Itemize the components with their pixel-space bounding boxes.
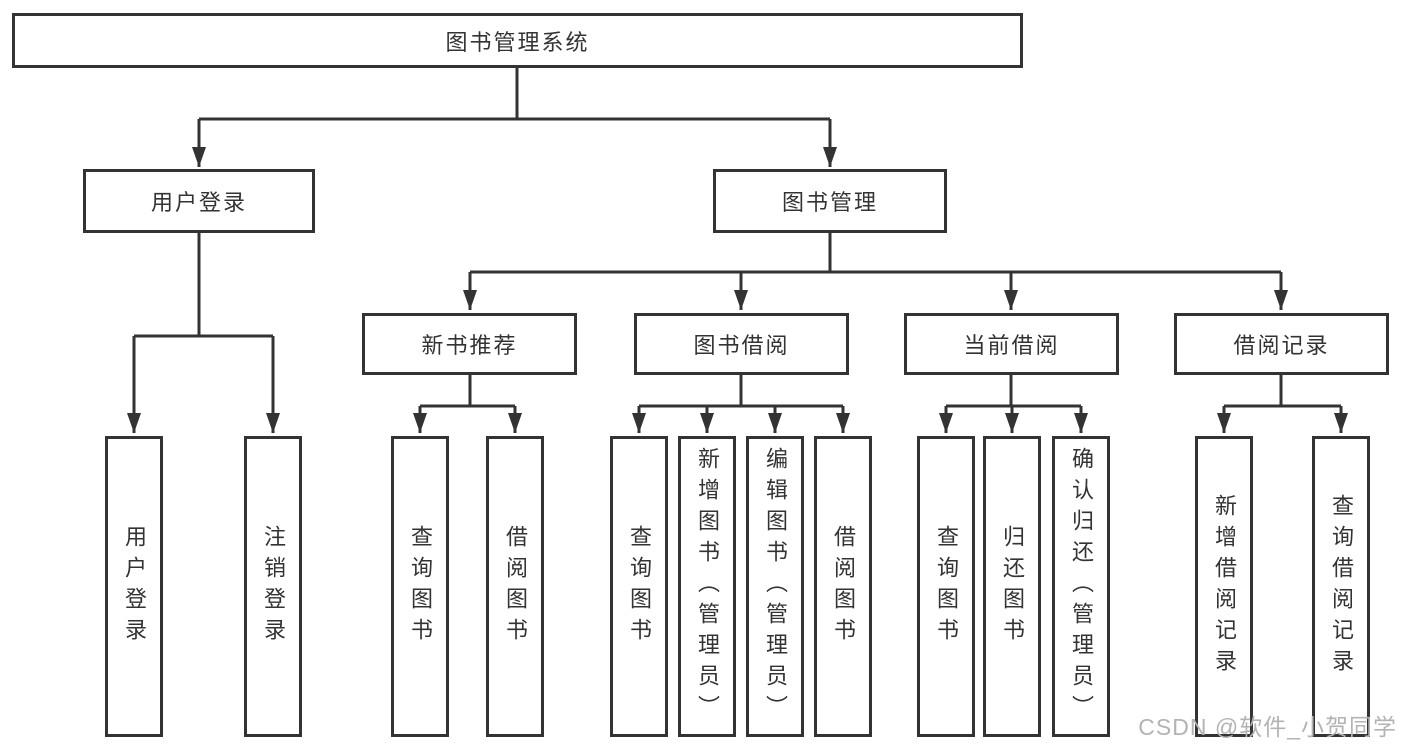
leaf-add-book-admin: 新增图书（管理员） (678, 436, 736, 737)
leaf-label: 编辑图书（管理员） (763, 447, 788, 726)
leaf-query-borrow-record: 查询借阅记录 (1312, 436, 1370, 737)
leaf-label: 归还图书 (1000, 524, 1025, 649)
leaf-label: 查询图书 (627, 524, 652, 649)
leaf-label: 借阅图书 (503, 524, 528, 649)
leaf-query-books-current: 查询图书 (917, 436, 975, 737)
node-user-login: 用户登录 (83, 169, 315, 233)
leaf-borrow-books-recommend: 借阅图书 (486, 436, 544, 737)
leaf-label: 用户登录 (122, 524, 147, 649)
node-book-borrow: 图书借阅 (634, 313, 849, 375)
leaf-label: 注销登录 (261, 524, 286, 649)
leaf-label: 查询图书 (934, 524, 959, 649)
leaf-query-books-recommend: 查询图书 (391, 436, 449, 737)
node-borrow-records: 借阅记录 (1174, 313, 1389, 375)
csdn-watermark: CSDN @软件_小贺同学 (1138, 714, 1397, 740)
node-new-book-recommend: 新书推荐 (362, 313, 577, 375)
leaf-label: 查询借阅记录 (1329, 493, 1354, 680)
leaf-label: 新增图书（管理员） (695, 447, 720, 726)
leaf-label: 新增借阅记录 (1212, 493, 1237, 680)
leaf-borrow-books: 借阅图书 (814, 436, 872, 737)
leaf-user-login: 用户登录 (105, 436, 163, 737)
leaf-label: 确认归还（管理员） (1069, 447, 1094, 726)
leaf-confirm-return-admin: 确认归还（管理员） (1052, 436, 1110, 737)
leaf-add-borrow-record: 新增借阅记录 (1195, 436, 1253, 737)
leaf-label: 借阅图书 (831, 524, 856, 649)
leaf-logout: 注销登录 (244, 436, 302, 737)
leaf-edit-book-admin: 编辑图书（管理员） (746, 436, 804, 737)
node-root-system: 图书管理系统 (12, 13, 1023, 68)
leaf-query-books-borrow: 查询图书 (610, 436, 668, 737)
node-current-borrow: 当前借阅 (904, 313, 1119, 375)
leaf-return-book: 归还图书 (983, 436, 1041, 737)
leaf-label: 查询图书 (408, 524, 433, 649)
node-book-management: 图书管理 (713, 169, 947, 233)
